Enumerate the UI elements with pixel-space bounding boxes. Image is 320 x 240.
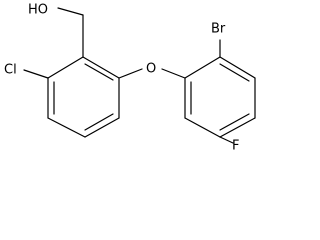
bond-c4p-c5p-double xyxy=(219,113,250,131)
bromine-label: Br xyxy=(211,22,226,37)
bond-c1p-c2p xyxy=(184,56,221,79)
bond-ring-to-ether-oxygen xyxy=(118,68,143,79)
chlorine-label: Cl xyxy=(4,63,17,78)
bond-ring-to-f xyxy=(219,136,234,144)
molecule-structure: HO Cl O Br F xyxy=(4,3,256,154)
fluorine-label: F xyxy=(232,139,239,154)
bond-c3-c4 xyxy=(84,117,120,138)
bond-c2p-c3p xyxy=(219,56,256,79)
bond-ring-to-cl xyxy=(23,69,49,79)
bond-c4-c5 xyxy=(47,117,86,138)
bond-c1-c2-double xyxy=(84,63,114,81)
bond-c5p-c6p xyxy=(184,117,221,138)
bond-c1-c2 xyxy=(82,56,120,79)
bond-c4p-c5p xyxy=(219,117,256,138)
bond-ch2-to-oh xyxy=(57,7,84,16)
bond-c2p-c3p-double xyxy=(219,63,250,82)
bond-c3-c4-double xyxy=(84,113,114,131)
bond-ether-oxygen-to-right-ring xyxy=(161,68,186,79)
ether-oxygen-label: O xyxy=(146,62,156,77)
bond-c6-c1 xyxy=(47,56,84,79)
hydroxyl-label: HO xyxy=(28,3,48,18)
